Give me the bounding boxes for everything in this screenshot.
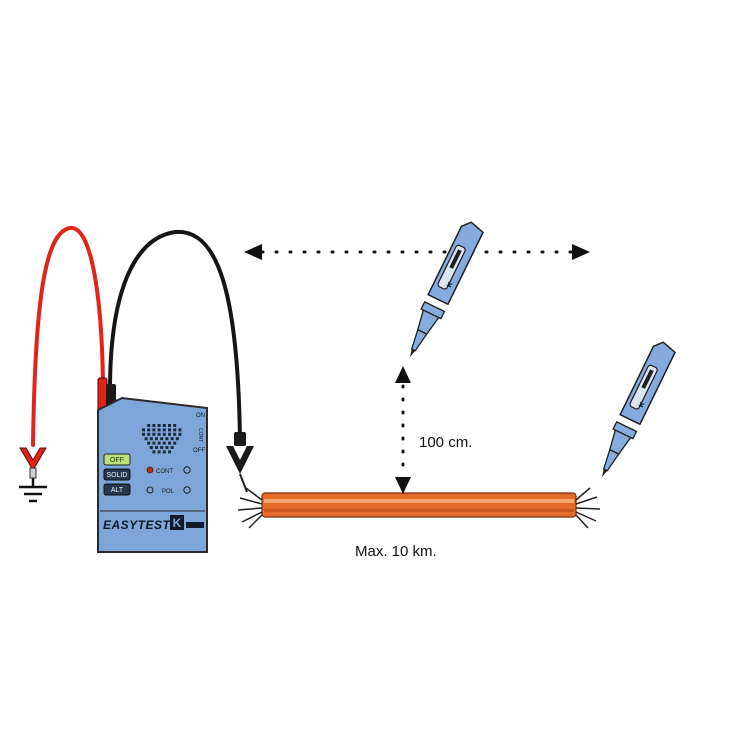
cable bbox=[261, 492, 577, 518]
grille-hole bbox=[162, 428, 166, 432]
grille-hole bbox=[157, 432, 161, 436]
cont-led-icon bbox=[146, 466, 154, 474]
grille-hole bbox=[152, 424, 156, 427]
grille-hole bbox=[173, 424, 177, 427]
probe-window-mark bbox=[641, 369, 654, 389]
grille-hole bbox=[170, 437, 174, 441]
distance-label: 100 cm. bbox=[419, 434, 472, 451]
brand-name: EASYTEST bbox=[103, 518, 172, 532]
grille-hole bbox=[170, 446, 174, 449]
grille-hole bbox=[147, 441, 151, 445]
grille-hole bbox=[157, 450, 161, 454]
grille-hole bbox=[149, 446, 153, 449]
alt-button[interactable]: ALT bbox=[103, 483, 131, 496]
grille-hole bbox=[152, 428, 156, 432]
probe-window-mark bbox=[449, 249, 462, 269]
svg-text:SOLID: SOLID bbox=[106, 472, 127, 479]
probe-tip bbox=[602, 468, 608, 477]
grille-hole bbox=[178, 428, 182, 432]
probe-pen-icon: K bbox=[410, 221, 484, 357]
grille-hole bbox=[157, 424, 161, 427]
probe-brand-mark: K bbox=[638, 401, 647, 409]
probe-brand-mark: K bbox=[446, 281, 455, 289]
grille-hole bbox=[162, 450, 166, 454]
grille-hole bbox=[173, 441, 177, 445]
grille-hole bbox=[165, 446, 169, 449]
grille-hole bbox=[162, 441, 166, 445]
probe-collar bbox=[612, 420, 638, 440]
grille-hole bbox=[157, 428, 161, 432]
grille-hole bbox=[162, 432, 166, 436]
grille-hole bbox=[173, 428, 177, 432]
grille-hole bbox=[155, 437, 158, 441]
grille-hole bbox=[160, 446, 164, 449]
grille-hole bbox=[147, 424, 151, 427]
cont-led-ring-icon bbox=[183, 466, 191, 474]
pol-indicator-label: POL bbox=[162, 489, 175, 495]
grille-hole bbox=[165, 437, 169, 441]
probe-collar bbox=[420, 300, 446, 320]
grille-hole bbox=[173, 432, 177, 436]
grille-hole bbox=[152, 432, 156, 436]
speaker-grille bbox=[142, 424, 182, 454]
max-length-label: Max. 10 km. bbox=[355, 543, 437, 560]
grille-hole bbox=[168, 450, 171, 454]
easytest-device: ON CONT OFF OFF SOLID ALT CONT POL EASYT… bbox=[97, 396, 208, 553]
grille-hole bbox=[168, 441, 171, 445]
red-clip-icon bbox=[19, 447, 47, 479]
cont-indicator-label: CONT bbox=[156, 469, 173, 475]
grille-hole bbox=[152, 450, 156, 454]
pol-led-icon bbox=[146, 486, 154, 494]
svg-text:K: K bbox=[173, 516, 182, 530]
mode-label-off: OFF bbox=[193, 448, 205, 454]
grille-hole bbox=[168, 432, 171, 436]
frayed-wire-end-right-icon bbox=[575, 487, 601, 529]
grille-hole bbox=[142, 428, 145, 432]
ground-symbol-icon bbox=[19, 478, 47, 503]
double-arrow-icon bbox=[244, 244, 590, 260]
grille-hole bbox=[147, 428, 151, 432]
grille-hole bbox=[168, 424, 171, 427]
grille-hole bbox=[149, 437, 153, 441]
off-button[interactable]: OFF bbox=[103, 453, 131, 466]
red-test-lead bbox=[31, 226, 105, 447]
frayed-wire-end-icon bbox=[237, 487, 263, 529]
grille-hole bbox=[142, 432, 145, 436]
svg-text:OFF: OFF bbox=[110, 457, 124, 464]
vertical-arrow-icon bbox=[395, 366, 411, 494]
probe-tip bbox=[410, 348, 416, 357]
grille-hole bbox=[162, 424, 166, 427]
grille-hole bbox=[175, 437, 179, 441]
grille-hole bbox=[155, 446, 158, 449]
svg-text:ALT: ALT bbox=[111, 487, 124, 494]
grille-hole bbox=[160, 437, 164, 441]
solid-button[interactable]: SOLID bbox=[103, 468, 131, 481]
pol-led-ring-icon bbox=[183, 486, 191, 494]
probe-pen-right-icon: K bbox=[602, 341, 676, 477]
mode-label-cont: CONT bbox=[197, 428, 203, 442]
grille-hole bbox=[157, 441, 161, 445]
grille-hole bbox=[144, 437, 148, 441]
mode-label-on: ON bbox=[196, 413, 205, 419]
grille-hole bbox=[168, 428, 171, 432]
black-clip-icon bbox=[226, 432, 254, 493]
grille-hole bbox=[178, 432, 182, 436]
svg-text:CONT: CONT bbox=[197, 428, 203, 442]
grille-hole bbox=[147, 432, 151, 436]
black-test-lead bbox=[108, 229, 242, 442]
brand-logo-icon: K bbox=[170, 515, 204, 530]
grille-hole bbox=[152, 441, 156, 445]
